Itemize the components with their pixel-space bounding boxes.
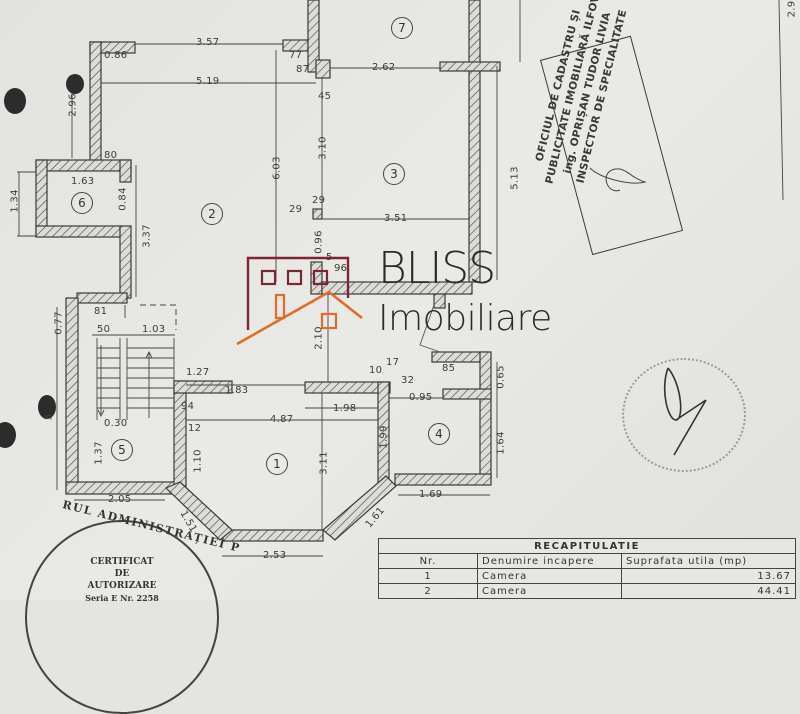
- round-seal-stamp: [622, 358, 746, 472]
- dimension-label: 2.62: [372, 62, 396, 73]
- dimension-label: 0.30: [104, 418, 128, 429]
- dimension-label: 1.10: [192, 449, 204, 473]
- dimension-label: 2.9: [786, 0, 798, 18]
- dimension-label: 96: [334, 263, 348, 274]
- dimension-label: 1.64: [495, 431, 507, 455]
- dimension-label: 2.53: [263, 550, 287, 561]
- dimension-label: 0.86: [104, 50, 128, 61]
- punch-hole: [38, 395, 56, 419]
- dimension-label: 3: [43, 413, 55, 421]
- dimension-label: 0.84: [117, 187, 129, 211]
- dimension-label: 10: [369, 365, 383, 376]
- dimension-label: 1.27: [186, 367, 210, 378]
- authorization-stamp-line3: AUTORIZARE: [87, 581, 157, 591]
- punch-hole: [0, 422, 16, 448]
- dimension-label: 3.11: [318, 451, 330, 475]
- authorization-stamp-line1: CERTIFICAT: [90, 557, 154, 567]
- authorization-stamp: CERTIFICAT DE AUTORIZARE Seria E Nr. 225…: [25, 520, 219, 714]
- dimension-label: 85: [442, 363, 456, 374]
- dimension-label: 94: [181, 401, 195, 412]
- bliss-logo-text: BLISS: [378, 243, 496, 294]
- dimension-label: 3.10: [317, 136, 329, 160]
- dimension-label: 6.03: [271, 156, 283, 180]
- authorization-stamp-line4: Seria E Nr. 2258: [85, 593, 159, 603]
- room-label-2: 2: [201, 203, 223, 225]
- dimension-label: 32: [401, 375, 415, 386]
- dimension-label: 0.77: [53, 311, 65, 335]
- dimension-label: 1.99: [378, 425, 390, 449]
- dimension-label: 87: [296, 64, 310, 75]
- recap-title: RECAPITULATIE: [378, 538, 796, 554]
- dimension-label: 2.05: [108, 494, 132, 505]
- dimension-label: 0.65: [495, 365, 507, 389]
- cell-nr: 1: [378, 568, 478, 584]
- authorization-stamp-line2: DE: [114, 569, 130, 579]
- room-label-4: 4: [428, 423, 450, 445]
- table-row: 1 Camera 13.67: [378, 568, 796, 584]
- imobiliare-logo-text: Imobiliare: [378, 298, 552, 339]
- cell-area: 44.41: [621, 583, 796, 599]
- dimension-label: 0.95: [409, 392, 433, 403]
- dimension-label: 5.13: [509, 166, 521, 190]
- header-nr: Nr.: [378, 553, 478, 569]
- room-label-6: 6: [71, 192, 93, 214]
- dimension-label: 1.34: [9, 189, 21, 213]
- dimension-label: 2.10: [313, 326, 325, 350]
- dimension-label: 5.19: [196, 76, 220, 87]
- floor-plan-drawing: [17, 0, 784, 557]
- dimension-label: 45: [318, 91, 332, 102]
- punch-hole: [4, 88, 26, 114]
- dimension-label: 17: [386, 357, 400, 368]
- dimension-label: 2.96: [67, 93, 79, 117]
- header-room-name: Denumire incapere: [477, 553, 622, 569]
- dimension-label: 5: [326, 252, 333, 263]
- cell-room-name: Camera: [477, 583, 622, 599]
- dimension-label: 80: [104, 150, 118, 161]
- dimension-label: 1.03: [142, 324, 166, 335]
- room-label-1: 1: [266, 453, 288, 475]
- bliss-logo-mark: [236, 256, 363, 346]
- room-label-3: 3: [383, 163, 405, 185]
- dimension-label: 1.98: [333, 403, 357, 414]
- punch-hole: [66, 74, 84, 94]
- dimension-label: 3.51: [384, 213, 408, 224]
- cell-area: 13.67: [621, 568, 796, 584]
- room-label-5: 5: [111, 439, 133, 461]
- dimension-label: 12: [188, 423, 202, 434]
- dimension-label: 3.37: [141, 224, 153, 248]
- dimension-label: 1.69: [419, 489, 443, 500]
- dimension-label: 81: [94, 306, 108, 317]
- table-row: 2 Camera 44.41: [378, 583, 796, 599]
- cell-room-name: Camera: [477, 568, 622, 584]
- header-area: Suprafata utila (mp): [621, 553, 796, 569]
- dimension-label: 1.63: [71, 176, 95, 187]
- recap-table: RECAPITULATIE Nr. Denumire incapere Supr…: [378, 538, 796, 599]
- dimension-label: 3.57: [196, 37, 220, 48]
- dimension-label: 1.83: [225, 385, 249, 396]
- dimension-label: 29: [289, 204, 303, 215]
- dimension-label: 1.37: [93, 441, 105, 465]
- dimension-label: 50: [97, 324, 111, 335]
- recap-header-row: Nr. Denumire incapere Suprafata utila (m…: [378, 553, 796, 569]
- dimension-label: 0.96: [313, 230, 325, 254]
- dimension-label: 77: [289, 50, 303, 61]
- dimension-label: 4.87: [270, 414, 294, 425]
- dimension-label: 29: [312, 195, 326, 206]
- room-label-7: 7: [391, 17, 413, 39]
- cell-nr: 2: [378, 583, 478, 599]
